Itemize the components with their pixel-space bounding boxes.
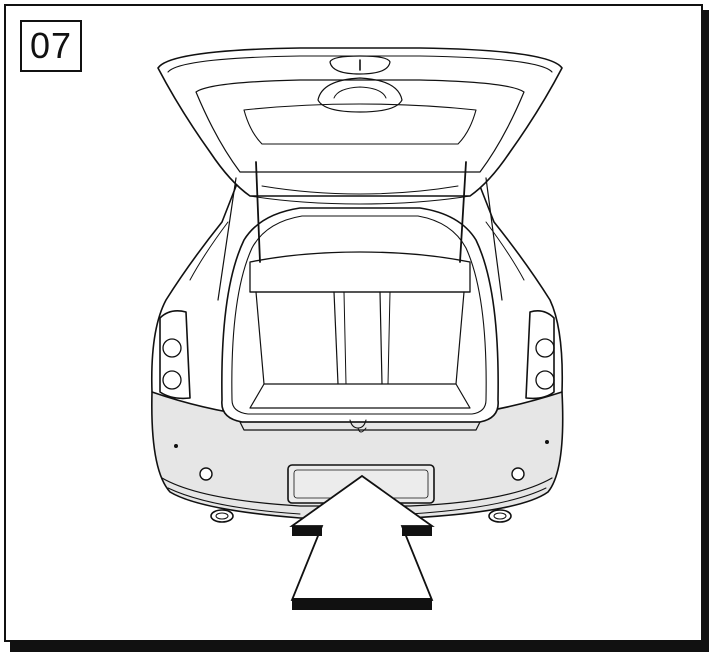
step-number: 07 [20, 20, 82, 72]
frame-shadow-bottom [10, 642, 709, 652]
exhaust-pipes [210, 509, 512, 523]
frame-shadow-right [703, 10, 709, 652]
arrow-up-icon [289, 474, 435, 610]
cargo-area [221, 207, 499, 433]
gas-struts [217, 161, 503, 301]
arrow-base-bar [292, 598, 432, 610]
open-tailgate [157, 47, 563, 205]
arrow-shoulder-left [292, 526, 322, 536]
arrow-shoulder-right [402, 526, 432, 536]
car-body [150, 175, 564, 400]
